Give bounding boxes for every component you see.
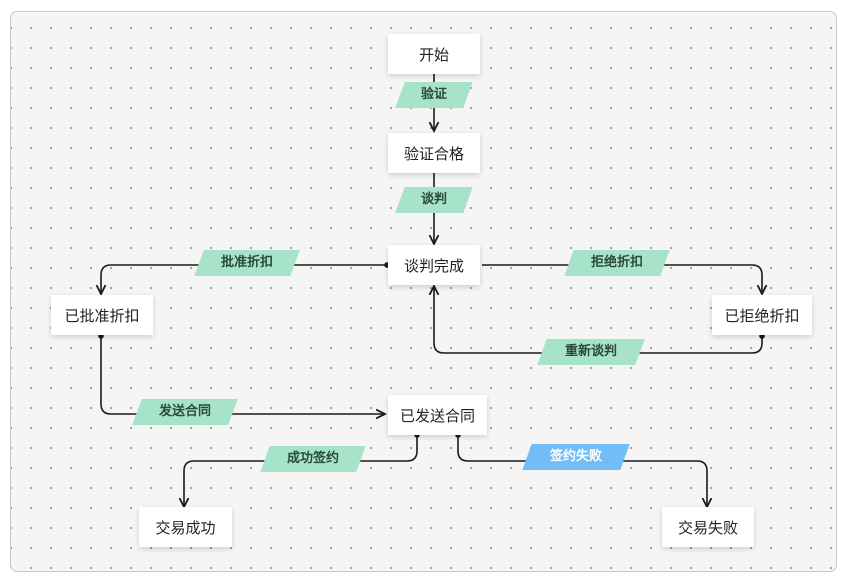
edge-label-send-contract: 发送合同 <box>132 399 238 425</box>
node-deal-failure[interactable]: 交易失败 <box>662 507 754 547</box>
edge-negotiated-rejected <box>482 264 762 294</box>
node-start[interactable]: 开始 <box>388 34 480 74</box>
node-approved-discount[interactable]: 已批准折扣 <box>51 295 153 335</box>
node-rejected-discount[interactable]: 已拒绝折扣 <box>712 295 812 335</box>
node-contract-sent[interactable]: 已发送合同 <box>388 395 487 435</box>
node-verified[interactable]: 验证合格 <box>388 133 480 173</box>
node-negotiated[interactable]: 谈判完成 <box>388 245 480 285</box>
edge-label-verify: 验证 <box>395 82 473 108</box>
edge-label-sign-success: 成功签约 <box>260 446 366 472</box>
edge-approved-contract <box>100 336 385 414</box>
edge-label-approve-discount: 批准折扣 <box>194 250 300 276</box>
diagram-canvas: 开始 验证合格 谈判完成 已批准折扣 已拒绝折扣 已发送合同 交易成功 交易失败… <box>10 11 837 572</box>
edge-label-sign-failure: 签约失败 <box>522 444 630 470</box>
edge-label-reject-discount: 拒绝折扣 <box>564 250 670 276</box>
edge-negotiated-approved <box>101 264 387 294</box>
edge-label-negotiate: 谈判 <box>395 187 473 213</box>
edge-label-renegotiate: 重新谈判 <box>537 339 645 365</box>
node-deal-success[interactable]: 交易成功 <box>139 507 232 547</box>
